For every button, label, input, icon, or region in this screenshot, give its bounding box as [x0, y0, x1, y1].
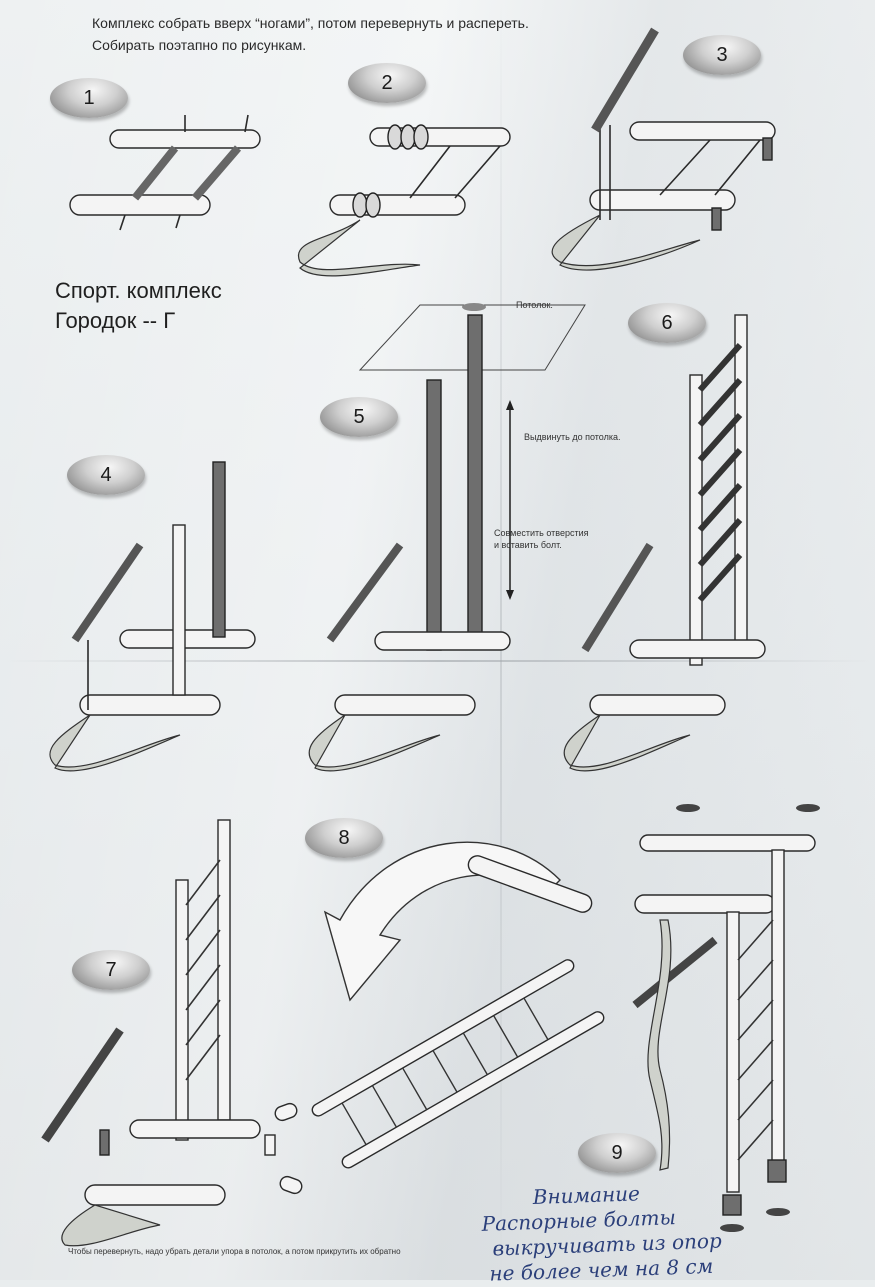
ceiling-label: Потолок. — [516, 300, 553, 310]
header-line-1: Комплекс собрать вверх “ногами”, потом п… — [92, 15, 529, 31]
step-badge-2: 2 — [348, 63, 426, 103]
step-6-ladder-drawing — [563, 314, 766, 772]
step-badge-3: 3 — [683, 35, 761, 75]
instructions-header: Комплекс собрать вверх “ногами”, потом п… — [92, 12, 529, 56]
step-8-flip-drawing — [264, 841, 605, 1195]
step-badge-5: 5 — [320, 397, 398, 437]
step-badge-9: 9 — [578, 1133, 656, 1173]
step-2-frame-drawing — [297, 124, 511, 277]
title-line-2: Городок -- Г — [55, 308, 176, 333]
extend-note: Выдвинуть до потолка. — [524, 432, 621, 442]
flip-footnote: Чтобы перевернуть, надо убрать детали уп… — [68, 1247, 401, 1256]
step-badge-1: 1 — [50, 78, 128, 118]
paper-fold-horizontal — [0, 660, 875, 662]
step-5-telescopic-post-drawing — [308, 303, 586, 772]
title-line-1: Спорт. комплекс — [55, 278, 222, 303]
header-line-2: Собирать поэтапно по рисункам. — [92, 37, 307, 53]
align-note-line-1: Совместить отверстия — [494, 528, 589, 538]
product-title: Спорт. комплекс Городок -- Г — [55, 276, 222, 336]
step-badge-7: 7 — [72, 950, 150, 990]
handwritten-warning: Внимание Распорные болты выкручивать из … — [480, 1173, 875, 1287]
step-3-frame-drawing — [551, 27, 776, 271]
step-badge-4: 4 — [67, 455, 145, 495]
step-4-posts-drawing — [49, 461, 256, 772]
step-badge-6: 6 — [628, 303, 706, 343]
align-note-line-2: и вставить болт. — [494, 540, 562, 550]
step-7-assembled-drawing — [41, 819, 261, 1247]
step-9-installed-drawing — [632, 804, 820, 1232]
step-1-frame-drawing — [69, 114, 261, 231]
step-badge-8: 8 — [305, 818, 383, 858]
